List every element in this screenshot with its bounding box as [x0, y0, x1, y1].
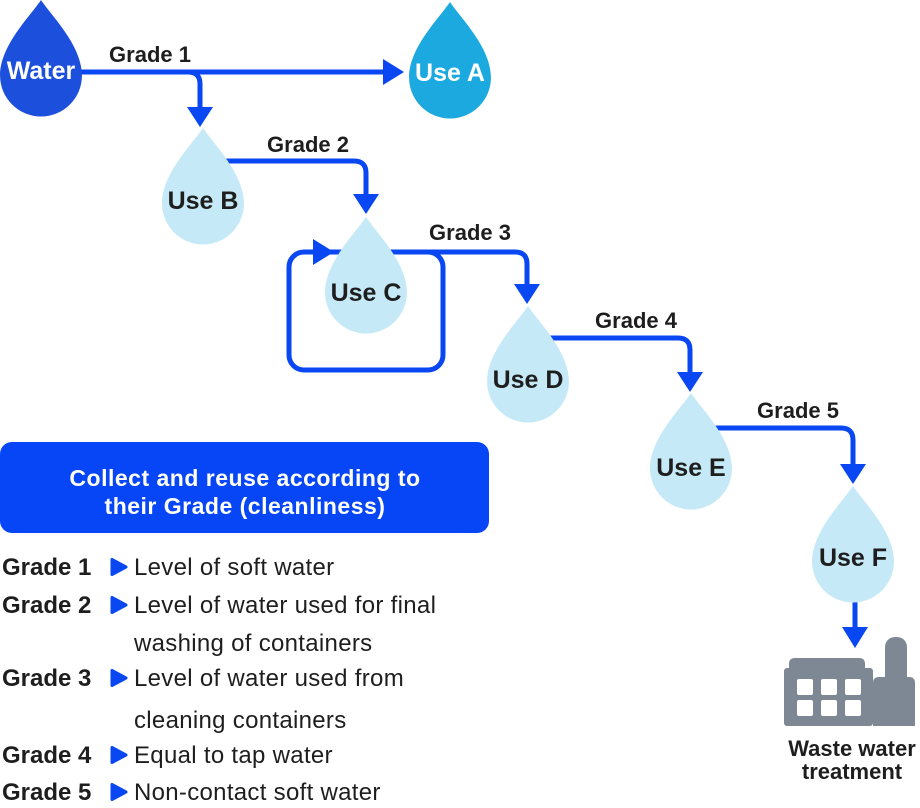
banner-title-line-1: Collect and reuse according to	[69, 465, 420, 491]
legend-grade-3-label: Grade 3	[2, 665, 91, 692]
use-a-drop-shape	[409, 2, 491, 119]
legend-grade-1-desc: Level of soft water	[134, 554, 334, 581]
right-triangle-icon	[110, 596, 128, 614]
use-e-drop-label: Use E	[656, 454, 725, 482]
legend-grade-3-desc-wrap: cleaning containers	[134, 707, 347, 734]
use-d-drop-shape	[487, 306, 569, 423]
legend-grade-2-desc: Level of water used for final	[134, 592, 436, 619]
grade-5-arrowhead-icon	[840, 464, 866, 484]
water-drop-label: Water	[7, 57, 76, 85]
legend-grade-3-desc: Level of water used from	[134, 665, 404, 692]
right-triangle-icon	[110, 558, 128, 576]
legend-row-grade-4: Grade 4 Equal to tap water	[2, 742, 333, 769]
grade-1-label: Grade 1	[109, 42, 191, 67]
use-a-drop-label: Use A	[415, 59, 485, 87]
waste-water-treatment: Waste water treatment	[784, 637, 916, 784]
grade-3-label: Grade 3	[429, 220, 511, 245]
use-c-drop-shape	[325, 217, 407, 334]
factory-window	[821, 679, 837, 695]
grade-5-arrow-line	[708, 425, 856, 464]
grade-3-arrowhead-icon	[514, 284, 540, 304]
use-c-drop-label: Use C	[331, 279, 402, 307]
factory-window	[797, 679, 813, 695]
factory-window	[845, 700, 861, 716]
legend-row-grade-3: Grade 3 Level of water used from cleanin…	[2, 665, 404, 734]
grade-5-label: Grade 5	[757, 398, 839, 423]
grade-labels: Grade 1 Grade 2 Grade 3 Grade 4 Grade 5	[109, 42, 839, 423]
legend-row-grade-1: Grade 1 Level of soft water	[2, 554, 334, 581]
legend-grade-2-desc-wrap: washing of containers	[133, 630, 372, 657]
use-f-drop-shape	[812, 486, 894, 603]
legend-grade-5-desc: Non-contact soft water	[134, 779, 381, 806]
legend-grade-4-desc: Equal to tap water	[134, 742, 333, 769]
use-b-drop-shape	[162, 128, 244, 245]
treatment-label-line-2: treatment	[802, 759, 903, 784]
factory-window	[845, 679, 861, 695]
use-b-drop-label: Use B	[168, 187, 239, 215]
factory-window	[797, 700, 813, 716]
flow-arrows	[60, 59, 868, 648]
factory-icon	[784, 637, 915, 726]
legend-row-grade-5: Grade 5 Non-contact soft water	[2, 779, 381, 806]
right-triangle-icon	[110, 746, 128, 764]
use-f-drop-label: Use F	[819, 544, 887, 572]
grade-1-branch-line	[187, 69, 203, 107]
legend-grade-4-label: Grade 4	[2, 742, 92, 769]
use-d-drop-label: Use D	[493, 366, 564, 394]
grade-4-arrow-line	[545, 335, 693, 372]
factory-tower	[873, 677, 915, 726]
grade-1-branch-arrowhead-icon	[187, 107, 213, 127]
use-c-loop-arrowhead-icon	[313, 239, 334, 265]
grade-1-arrowhead-icon	[383, 59, 404, 85]
grade-3-arrow-line	[420, 249, 530, 284]
factory-window	[821, 700, 837, 716]
water-drops: Water Use A Use B Use C Use D Use E Use …	[0, 0, 894, 603]
to-treatment-arrowhead-icon	[842, 627, 868, 648]
treatment-label-line-1: Waste water	[788, 736, 916, 761]
grade-banner: Collect and reuse according to their Gra…	[0, 442, 489, 533]
grade-2-label: Grade 2	[267, 132, 349, 157]
legend-grade-1-label: Grade 1	[2, 554, 91, 581]
grade-2-arrow-line	[225, 158, 369, 194]
legend-row-grade-2: Grade 2 Level of water used for final wa…	[2, 592, 436, 657]
legend-grade-5-label: Grade 5	[2, 779, 91, 806]
grade-4-label: Grade 4	[595, 308, 678, 333]
factory-chimney	[885, 637, 907, 687]
use-e-drop-shape	[650, 393, 732, 510]
banner-title-line-2: their Grade (cleanliness)	[105, 493, 386, 519]
right-triangle-icon	[110, 669, 128, 687]
factory-body	[784, 668, 873, 726]
legend-grade-2-label: Grade 2	[2, 592, 91, 619]
grade-4-arrowhead-icon	[677, 372, 703, 392]
water-drop-shape	[0, 0, 82, 117]
banner-box	[0, 442, 489, 533]
grade-legend: Grade 1 Level of soft water Grade 2 Leve…	[2, 554, 436, 806]
grade-2-arrowhead-icon	[353, 194, 379, 214]
right-triangle-icon	[110, 783, 128, 801]
